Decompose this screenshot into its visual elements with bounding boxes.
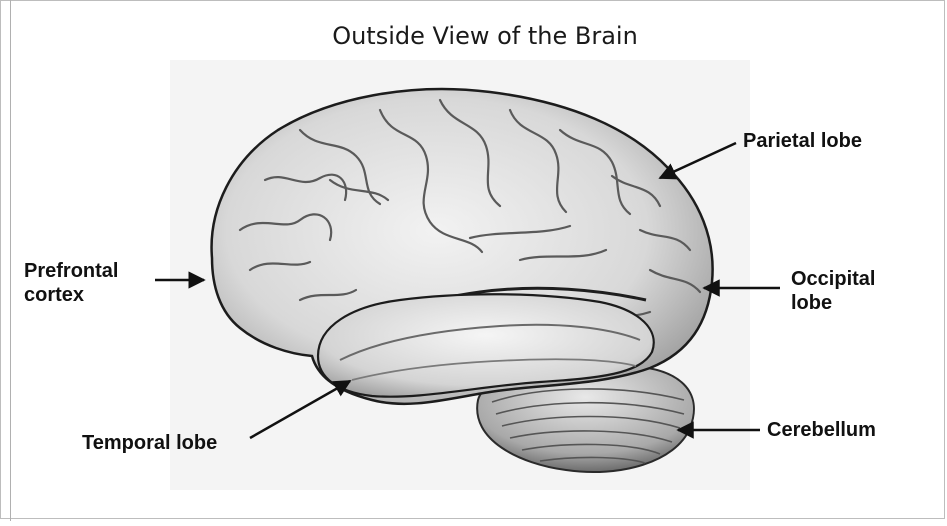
- label-occipital-line2: lobe: [791, 291, 875, 315]
- label-occipital-line1: Occipital: [791, 267, 875, 291]
- label-temporal-lobe: Temporal lobe: [82, 431, 217, 455]
- label-occipital-lobe: Occipital lobe: [791, 267, 875, 315]
- label-prefrontal-line1: Prefrontal: [24, 259, 118, 283]
- label-prefrontal-line2: cortex: [24, 283, 118, 307]
- label-parietal-lobe: Parietal lobe: [743, 129, 862, 153]
- label-prefrontal-cortex: Prefrontal cortex: [24, 259, 118, 307]
- label-cerebellum: Cerebellum: [767, 418, 876, 442]
